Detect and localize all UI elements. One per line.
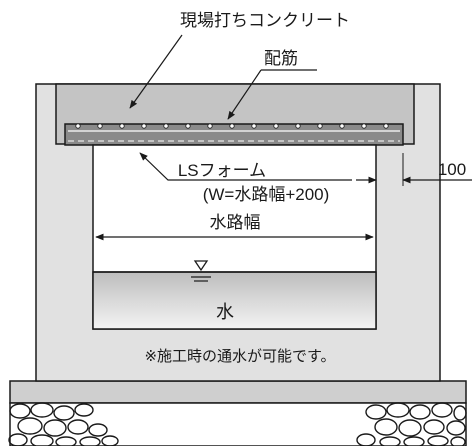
dimension-100: [356, 153, 472, 186]
water-label: 水: [216, 302, 234, 322]
gravel-layer: [9, 402, 467, 446]
rebar-dots: [75, 123, 389, 129]
foundation-slab: [9, 380, 467, 404]
ls-form-label: LSフォーム: [178, 161, 266, 180]
water-body: [92, 271, 377, 330]
gravel-stones-right: [356, 402, 467, 446]
concrete-leader: [129, 34, 183, 109]
rebar-leader: [227, 69, 262, 120]
gravel-stones-left: [8, 402, 119, 446]
channel-width-label: 水路幅: [210, 213, 261, 232]
cast-in-place-concrete-label: 現場打ちコンクリート: [180, 11, 350, 30]
rebar-label: 配筋: [264, 49, 298, 68]
construction-note: ※施工時の通水が可能です。: [144, 348, 335, 365]
dimension-100-label: 100: [438, 160, 466, 179]
ls-form-leader: [139, 152, 352, 181]
foundation: [8, 380, 467, 446]
water-level-triangle-icon: [191, 260, 211, 282]
ls-form-width-label: (W=水路幅+200): [203, 185, 330, 204]
